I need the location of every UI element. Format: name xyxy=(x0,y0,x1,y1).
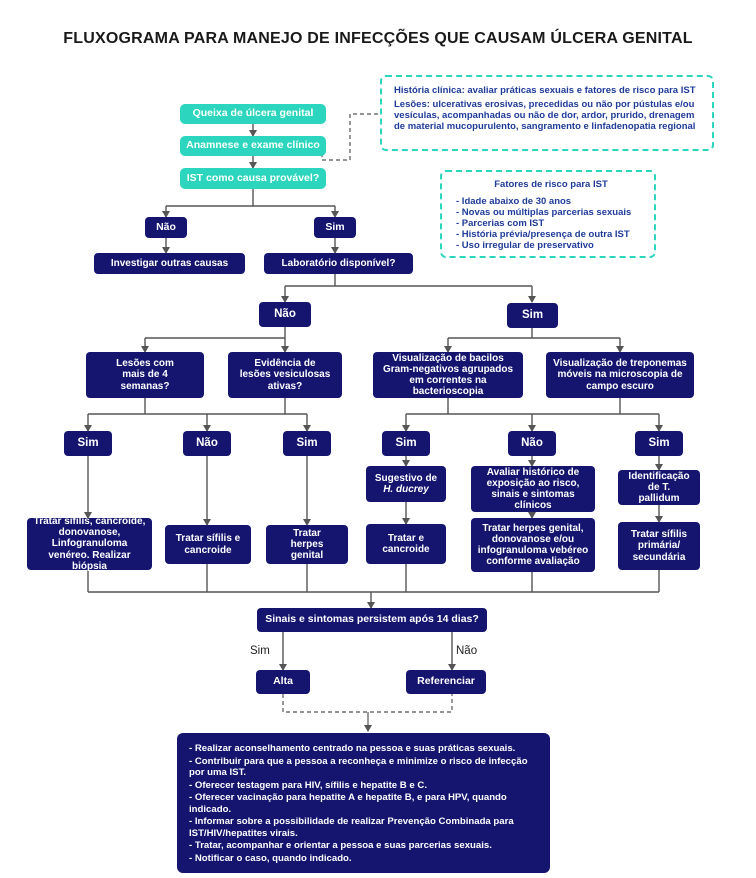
branch-sim: Sim xyxy=(635,431,683,456)
recommendation-item: - Tratar, acompanhar e orientar a pessoa… xyxy=(189,840,492,851)
branch-nao: Não xyxy=(183,431,231,456)
step-avaliar-historico: Avaliar histórico de exposição ao risco,… xyxy=(471,466,595,512)
step-anamnese: Anamnese e exame clínico xyxy=(180,136,326,156)
outcome-alta: Alta xyxy=(256,670,310,694)
result-tratar-herpes: Tratar herpes genital xyxy=(266,525,348,564)
recommendation-item: - Oferecer testagem para HIV, sífilis e … xyxy=(189,779,427,791)
branch-nao: Não xyxy=(259,302,311,327)
result-tratar-sifilis-primaria: Tratar sífilis primária/ secundária xyxy=(618,522,700,570)
step-identificacao-pallidum: Identificação de T. pallidum xyxy=(618,470,700,505)
branch-sim: Sim xyxy=(507,303,558,328)
branch-nao: Não xyxy=(145,217,187,238)
sugestivo-label: Sugestivo de xyxy=(374,472,438,484)
risk-factors-heading: Fatores de risco para IST xyxy=(494,179,608,190)
risk-factor-item: - Parcerias com IST xyxy=(456,217,545,229)
history-text: História clínica: avaliar práticas sexua… xyxy=(394,85,696,96)
result-tratar-sifilis-cancroide: Tratar sífilis e cancroide xyxy=(165,525,251,564)
risk-factor-item: - História prévia/presença de outra IST xyxy=(456,228,630,240)
recommendations-list: - Realizar aconselhamento centrado na pe… xyxy=(189,743,540,864)
recommendation-item: - Oferecer vacinação para hepatite A e h… xyxy=(189,792,507,815)
recommendations-box: - Realizar aconselhamento centrado na pe… xyxy=(177,733,550,873)
page-title: FLUXOGRAMA PARA MANEJO DE INFECÇÕES QUE … xyxy=(63,30,693,47)
result-tratar-herpes-donovanose: Tratar herpes genital, donovanose e/ou i… xyxy=(471,518,595,572)
step-laboratorio: Laboratório disponível? xyxy=(264,253,413,274)
branch-sim: Sim xyxy=(314,217,356,238)
question-lesoes-4-semanas: Lesões com mais de 4 semanas? xyxy=(86,352,204,398)
risk-factor-item: - Uso irregular de preservativo xyxy=(456,239,594,251)
recommendation-item: - Contribuir para que a pessoa a reconhe… xyxy=(189,755,528,779)
question-lesoes-vesiculosas: Evidência de lesões vesiculosas ativas? xyxy=(228,352,342,398)
recommendation-item: - Informar sobre a possibilidade de real… xyxy=(189,816,514,839)
risk-factor-item: - Novas ou múltiplas parcerias sexuais xyxy=(456,206,632,218)
history-info-box: História clínica: avaliar práticas sexua… xyxy=(380,75,714,151)
branch-sim: Sim xyxy=(64,431,112,456)
branch-sim: Sim xyxy=(283,431,331,456)
branch-nao: Não xyxy=(508,431,556,456)
recommendation-item: - Notificar o caso, quando indicado. xyxy=(189,852,352,864)
step-queixa: Queixa de úlcera genital xyxy=(180,104,326,124)
risk-factors-box: Fatores de risco para IST - Idade abaixo… xyxy=(440,170,656,258)
step-ist-causa: IST como causa provável? xyxy=(180,168,326,189)
outcome-referenciar: Referenciar xyxy=(406,670,486,694)
result-tratar-cancroide: Tratar e cancroide xyxy=(366,524,446,564)
label-nao: Não xyxy=(456,645,478,657)
step-sugestivo-h-ducrey: Sugestivo de H. ducrey xyxy=(366,466,446,502)
sugestivo-organism: H. ducrey xyxy=(383,484,429,495)
branch-sim: Sim xyxy=(382,431,430,456)
risk-factor-item: - Idade abaixo de 30 anos xyxy=(456,195,572,207)
question-sinais-persistem: Sinais e sintomas persistem após 14 dias… xyxy=(257,608,487,632)
recommendation-item: - Realizar aconselhamento centrado na pe… xyxy=(189,743,516,754)
result-tratar-sifilis-cancroide-donovanose: Tratar sífilis, cancroide, donovanose, L… xyxy=(27,516,152,572)
label-sim: Sim xyxy=(250,645,270,657)
step-investigar: Investigar outras causas xyxy=(94,253,245,274)
question-treponemas: Visualização de treponemas móveis na mic… xyxy=(546,352,694,398)
question-bacilos: Visualização de bacilos Gram-negativos a… xyxy=(373,352,523,398)
lesions-text: Lesões: ulcerativas erosivas, precedidas… xyxy=(394,98,696,132)
